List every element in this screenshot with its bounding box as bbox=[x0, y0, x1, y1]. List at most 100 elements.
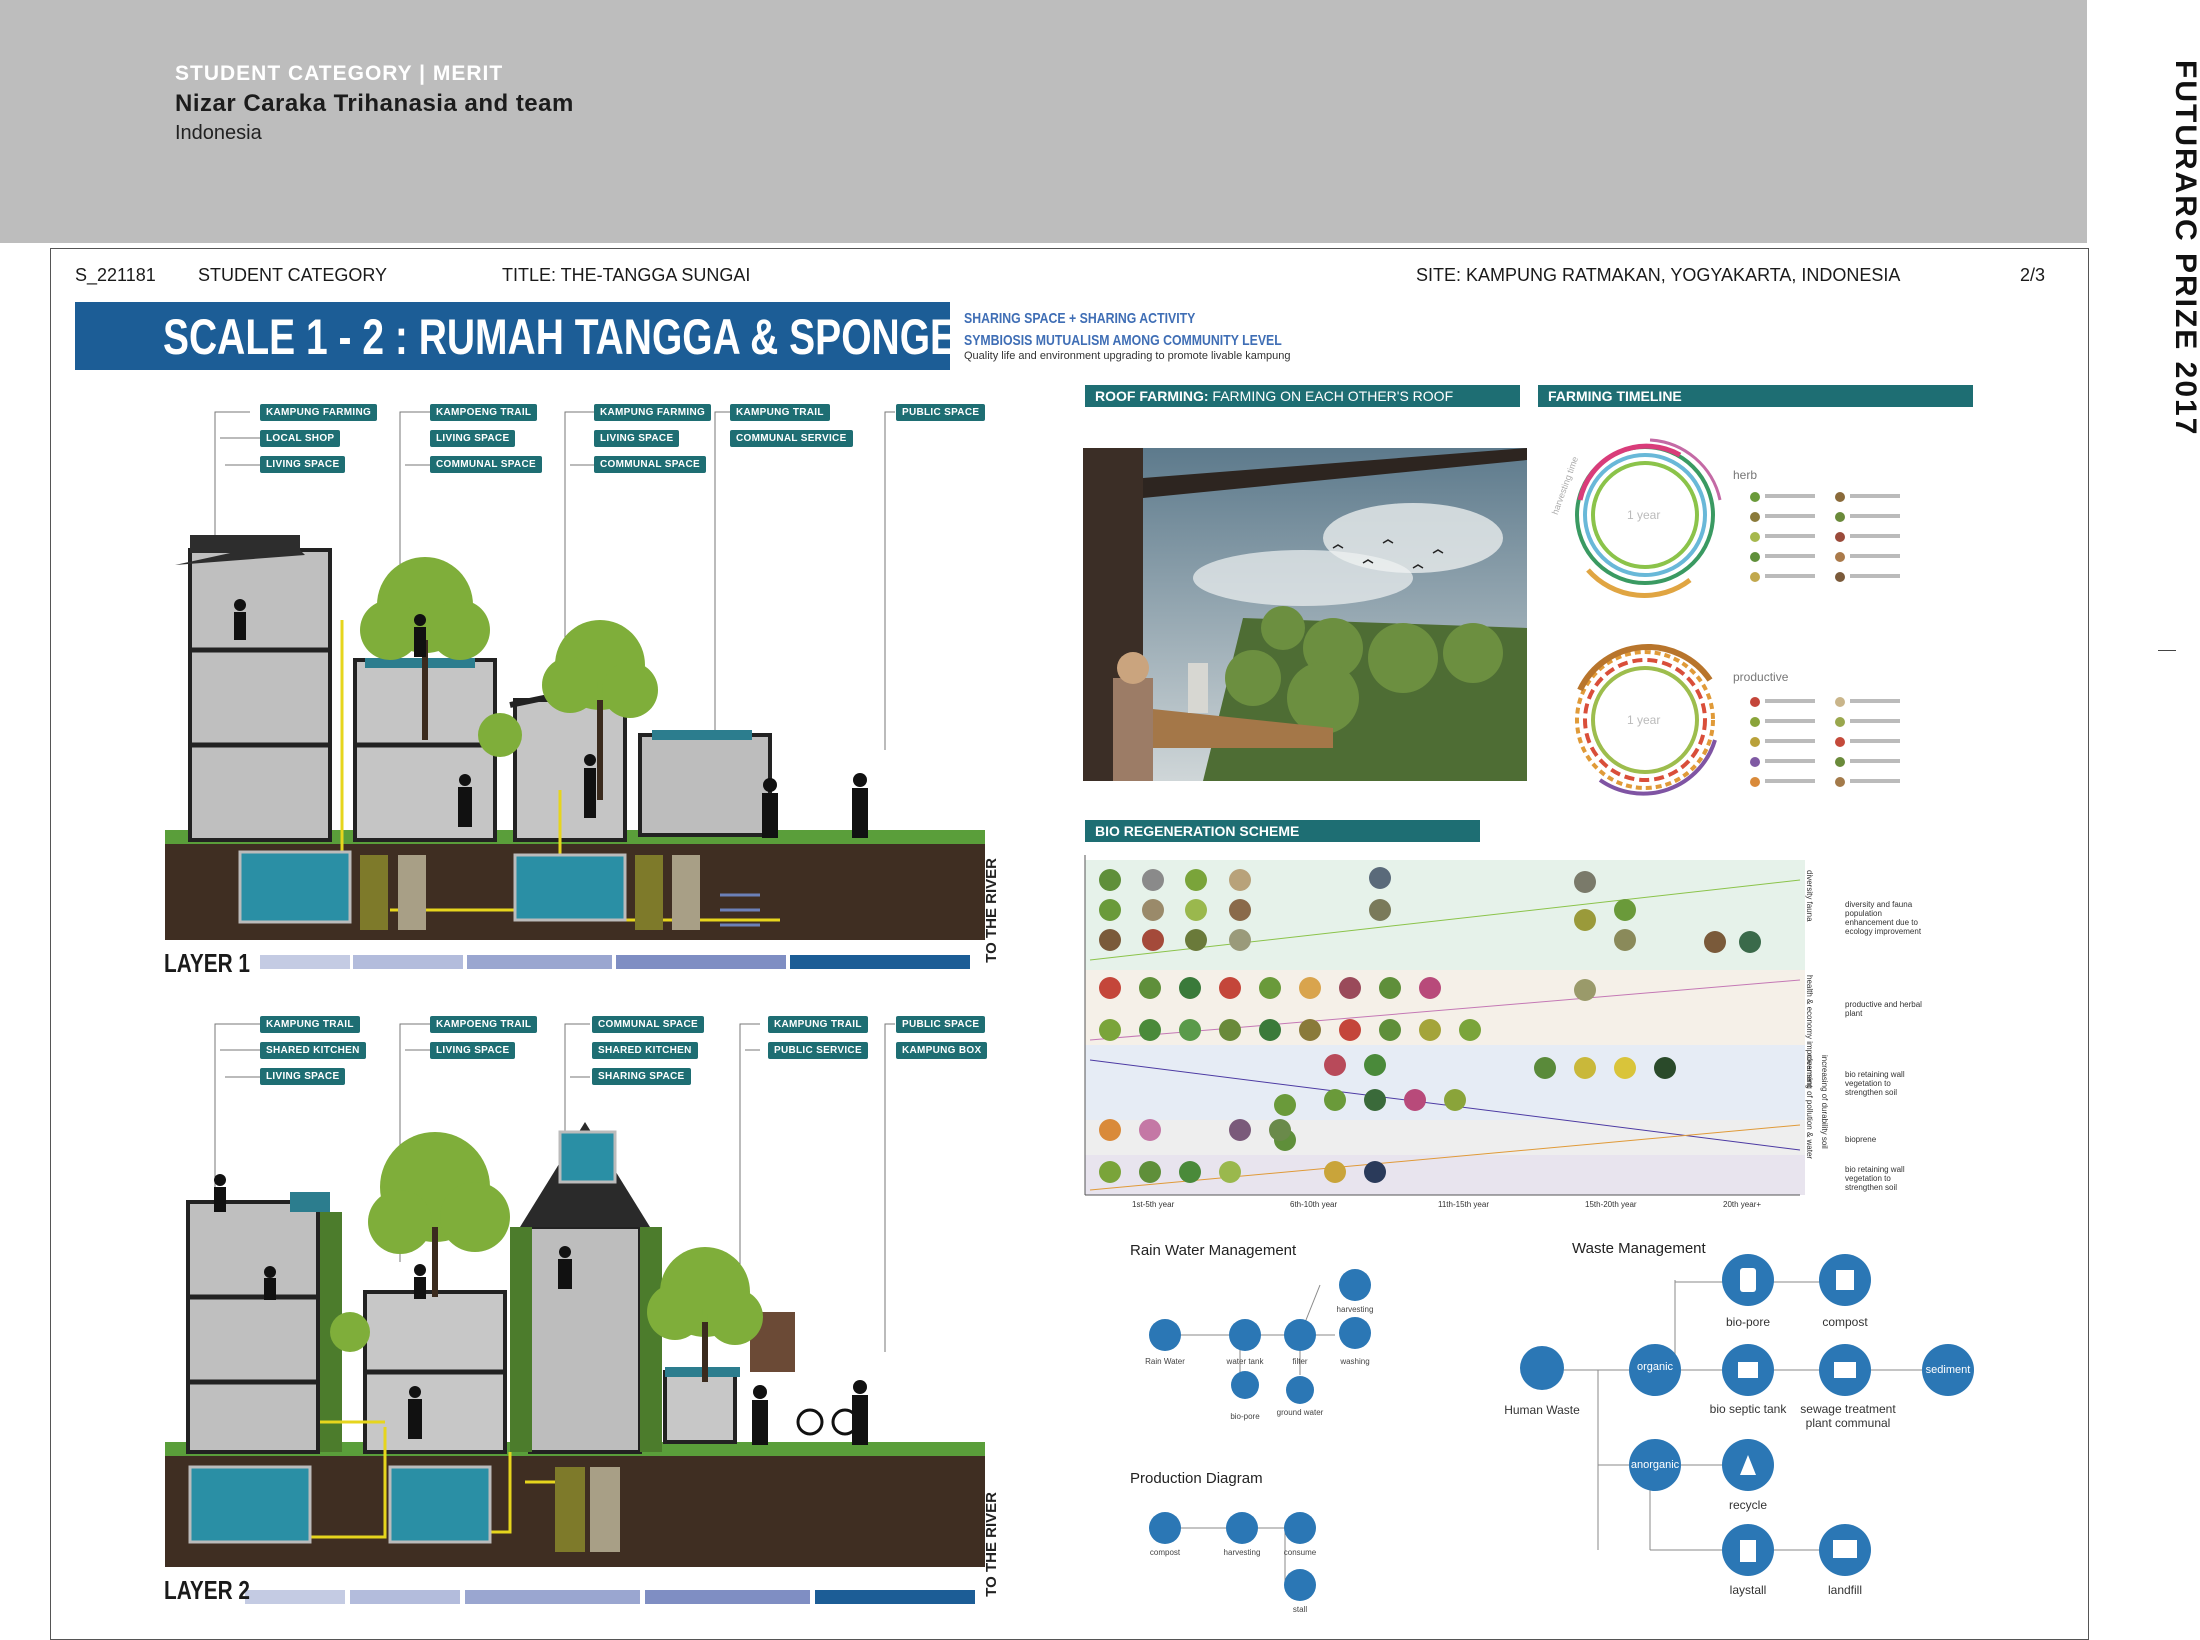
stall-node bbox=[1284, 1569, 1316, 1601]
washing-node bbox=[1339, 1317, 1371, 1349]
roof-farming-photo bbox=[1083, 448, 1527, 781]
row-note: bio retaining wall vegetation to strengt… bbox=[1845, 1165, 1905, 1192]
tag: LIVING SPACE bbox=[430, 1042, 516, 1059]
production-diagram bbox=[1149, 1512, 1316, 1601]
harvesting-node bbox=[1339, 1269, 1371, 1301]
production-title: Production Diagram bbox=[1130, 1470, 1263, 1487]
tag: LIVING SPACE bbox=[430, 430, 516, 447]
human-waste-node bbox=[1520, 1346, 1564, 1390]
tag: LOCAL SHOP bbox=[260, 430, 341, 447]
farming-timeline-chart: herb productive 1 year 1 year harvesting… bbox=[1540, 430, 1990, 810]
author-name: Nizar Caraka Trihanasia and team bbox=[175, 90, 574, 117]
axis-tick: 1st-5th year bbox=[1132, 1200, 1175, 1209]
compost-label: compost bbox=[1822, 1315, 1868, 1329]
divider bbox=[2158, 650, 2176, 651]
layer1-scale-bars bbox=[260, 955, 970, 969]
bio-regeneration-header: BIO REGENERATION SCHEME bbox=[1085, 820, 1480, 842]
tag: COMMUNAL SPACE bbox=[430, 456, 542, 473]
organic-node bbox=[1629, 1344, 1681, 1396]
sediment-node bbox=[1922, 1344, 1974, 1396]
subtitle-line3: Quality life and environment upgrading t… bbox=[964, 350, 1291, 362]
row-label: increasing of durability soil bbox=[1820, 1055, 1829, 1149]
roof-farming-bold: ROOF FARMING: bbox=[1095, 388, 1209, 404]
layer2-illustration bbox=[165, 1023, 985, 1604]
header-banner bbox=[0, 0, 2087, 243]
bio-septic-icon bbox=[1738, 1362, 1758, 1378]
productive-legend bbox=[1750, 697, 1900, 787]
herb-center-label: 1 year bbox=[1627, 508, 1661, 522]
tag: LIVING SPACE bbox=[594, 430, 680, 447]
tag: COMMUNAL SPACE bbox=[594, 456, 706, 473]
row-note: bio retaining wall vegetation to strengt… bbox=[1845, 1070, 1905, 1097]
water-tank-node bbox=[1229, 1319, 1261, 1351]
layer1-section bbox=[160, 400, 990, 990]
filter-label: filter bbox=[1292, 1357, 1308, 1366]
bio-pore-label: bio-pore bbox=[1725, 1315, 1771, 1329]
human-waste-label: Human Waste bbox=[1504, 1403, 1580, 1417]
axis-tick: 15th-20th year bbox=[1585, 1200, 1637, 1209]
harvesting-node bbox=[1226, 1512, 1258, 1544]
award-category: STUDENT CATEGORY | MERIT bbox=[175, 62, 504, 85]
axis-tick: 20th year+ bbox=[1723, 1200, 1762, 1209]
herb-legend bbox=[1750, 492, 1900, 582]
subtitle-line2: SYMBIOSIS MUTUALISM AMONG COMMUNITY LEVE… bbox=[964, 332, 1282, 349]
tag: KAMPUNG FARMING bbox=[594, 404, 712, 421]
layer2-section bbox=[160, 1012, 990, 1612]
recycle-icon bbox=[1740, 1455, 1756, 1475]
entry-site: SITE: KAMPUNG RATMAKAN, YOGYAKARTA, INDO… bbox=[1416, 265, 1901, 285]
tag: LIVING SPACE bbox=[260, 456, 346, 473]
page-title: SCALE 1 - 2 : RUMAH TANGGA & SPONGE bbox=[163, 309, 957, 365]
row-label: cleansing of pollution & water bbox=[1805, 1055, 1814, 1160]
laystall-label: laystall bbox=[1729, 1583, 1767, 1597]
species-icons bbox=[1099, 867, 1761, 1183]
tag: LIVING SPACE bbox=[260, 1068, 346, 1085]
recycle-label: recycle bbox=[1728, 1498, 1768, 1512]
layer2-label: LAYER 2 bbox=[164, 1575, 250, 1605]
tag: KAMPOENG TRAIL bbox=[430, 1016, 538, 1033]
herb-ring bbox=[1575, 438, 1722, 598]
consume-label: consume bbox=[1283, 1548, 1317, 1557]
trash-icon bbox=[1740, 1540, 1756, 1562]
tag: SHARED KITCHEN bbox=[260, 1042, 366, 1059]
tag: PUBLIC SERVICE bbox=[768, 1042, 868, 1059]
layer1-illustration bbox=[165, 411, 985, 969]
layer2-river-label: TO THE RIVER bbox=[983, 1492, 1000, 1597]
productive-label: productive bbox=[1733, 670, 1789, 684]
productive-center-label: 1 year bbox=[1627, 713, 1661, 727]
entry-title: TITLE: THE-TANGGA SUNGAI bbox=[502, 265, 751, 285]
layer1-river-label: TO THE RIVER bbox=[983, 858, 1000, 963]
row-note: diversity and fauna population enhanceme… bbox=[1845, 900, 1922, 936]
row-note: productive and herbal plant bbox=[1845, 1000, 1922, 1018]
tag: PUBLIC SPACE bbox=[896, 1016, 986, 1033]
bio-septic-label: bio septic tank bbox=[1709, 1402, 1787, 1416]
bio-pore-icon bbox=[1740, 1268, 1756, 1292]
tag: SHARED KITCHEN bbox=[592, 1042, 698, 1059]
bio-regeneration-chart: 1st-5th year 6th-10th year 11th-15th yea… bbox=[1080, 850, 1980, 1210]
row-label: diversity fauna bbox=[1805, 870, 1814, 922]
tag: KAMPUNG TRAIL bbox=[730, 404, 830, 421]
farming-timeline-header: FARMING TIMELINE bbox=[1538, 385, 1973, 407]
tag: SHARING SPACE bbox=[592, 1068, 691, 1085]
entry-id: S_221181 bbox=[75, 265, 156, 285]
tag: KAMPUNG TRAIL bbox=[260, 1016, 360, 1033]
rain-water-title: Rain Water Management bbox=[1130, 1242, 1297, 1259]
sewage-icon bbox=[1834, 1362, 1856, 1378]
page-number: 2/3 bbox=[2020, 265, 2046, 285]
harvesting-label: harvesting bbox=[1336, 1305, 1374, 1314]
author-country: Indonesia bbox=[175, 122, 262, 144]
tag: KAMPOENG TRAIL bbox=[430, 404, 538, 421]
roof-farming-rest: FARMING ON EACH OTHER'S ROOF bbox=[1208, 388, 1454, 404]
anorganic-node bbox=[1629, 1439, 1681, 1491]
anorganic-label: anorganic bbox=[1630, 1459, 1680, 1471]
harvesting-label: harvesting bbox=[1223, 1548, 1261, 1557]
tag: KAMPUNG FARMING bbox=[260, 404, 378, 421]
waste-title: Waste Management bbox=[1572, 1240, 1706, 1257]
tag: PUBLIC SPACE bbox=[896, 404, 986, 421]
entry-category: STUDENT CATEGORY bbox=[198, 265, 388, 285]
subtitle-line1: SHARING SPACE + SHARING ACTIVITY bbox=[964, 310, 1196, 327]
filter-node bbox=[1284, 1319, 1316, 1351]
water-tank-label: water tank bbox=[1226, 1357, 1264, 1366]
washing-label: washing bbox=[1340, 1357, 1370, 1366]
row-label: health & economy improvement bbox=[1805, 975, 1814, 1088]
herb-label: herb bbox=[1733, 468, 1758, 482]
